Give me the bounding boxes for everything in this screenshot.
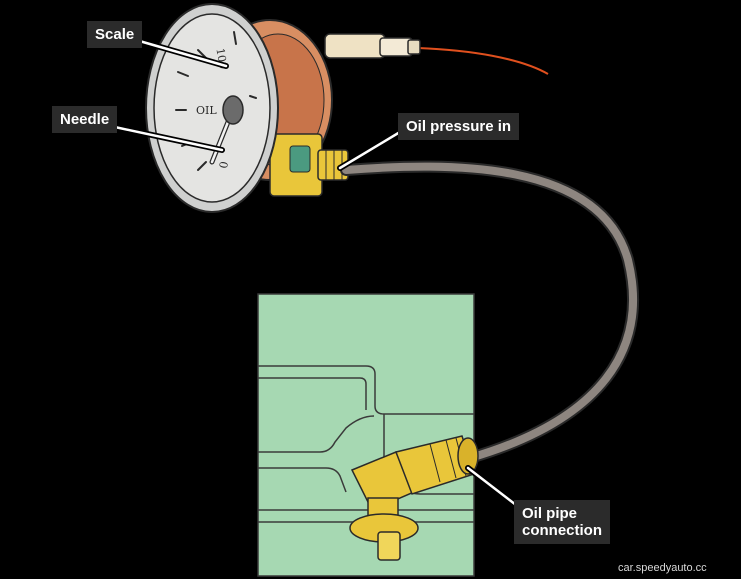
label-oil-pressure-in: Oil pressure in <box>398 113 520 140</box>
callout-leaders <box>107 37 523 511</box>
gauge-needle <box>209 95 244 165</box>
source-credit: car.speedyauto.cc <box>618 562 707 574</box>
gauge-mark-zero: 0 <box>217 160 231 169</box>
label-needle: Needle <box>52 106 118 133</box>
electrical-wire <box>417 47 549 75</box>
gauge-oil-inlet <box>269 133 349 197</box>
label-scale: Scale <box>87 21 143 48</box>
oil-pipe-connection-fitting <box>349 435 479 561</box>
gauge-dial <box>145 3 279 213</box>
sender-terminal <box>324 33 421 59</box>
label-oil-pipe-connection: Oil pipe connection <box>514 500 611 544</box>
gauge-mark-oil: OIL <box>196 104 217 117</box>
